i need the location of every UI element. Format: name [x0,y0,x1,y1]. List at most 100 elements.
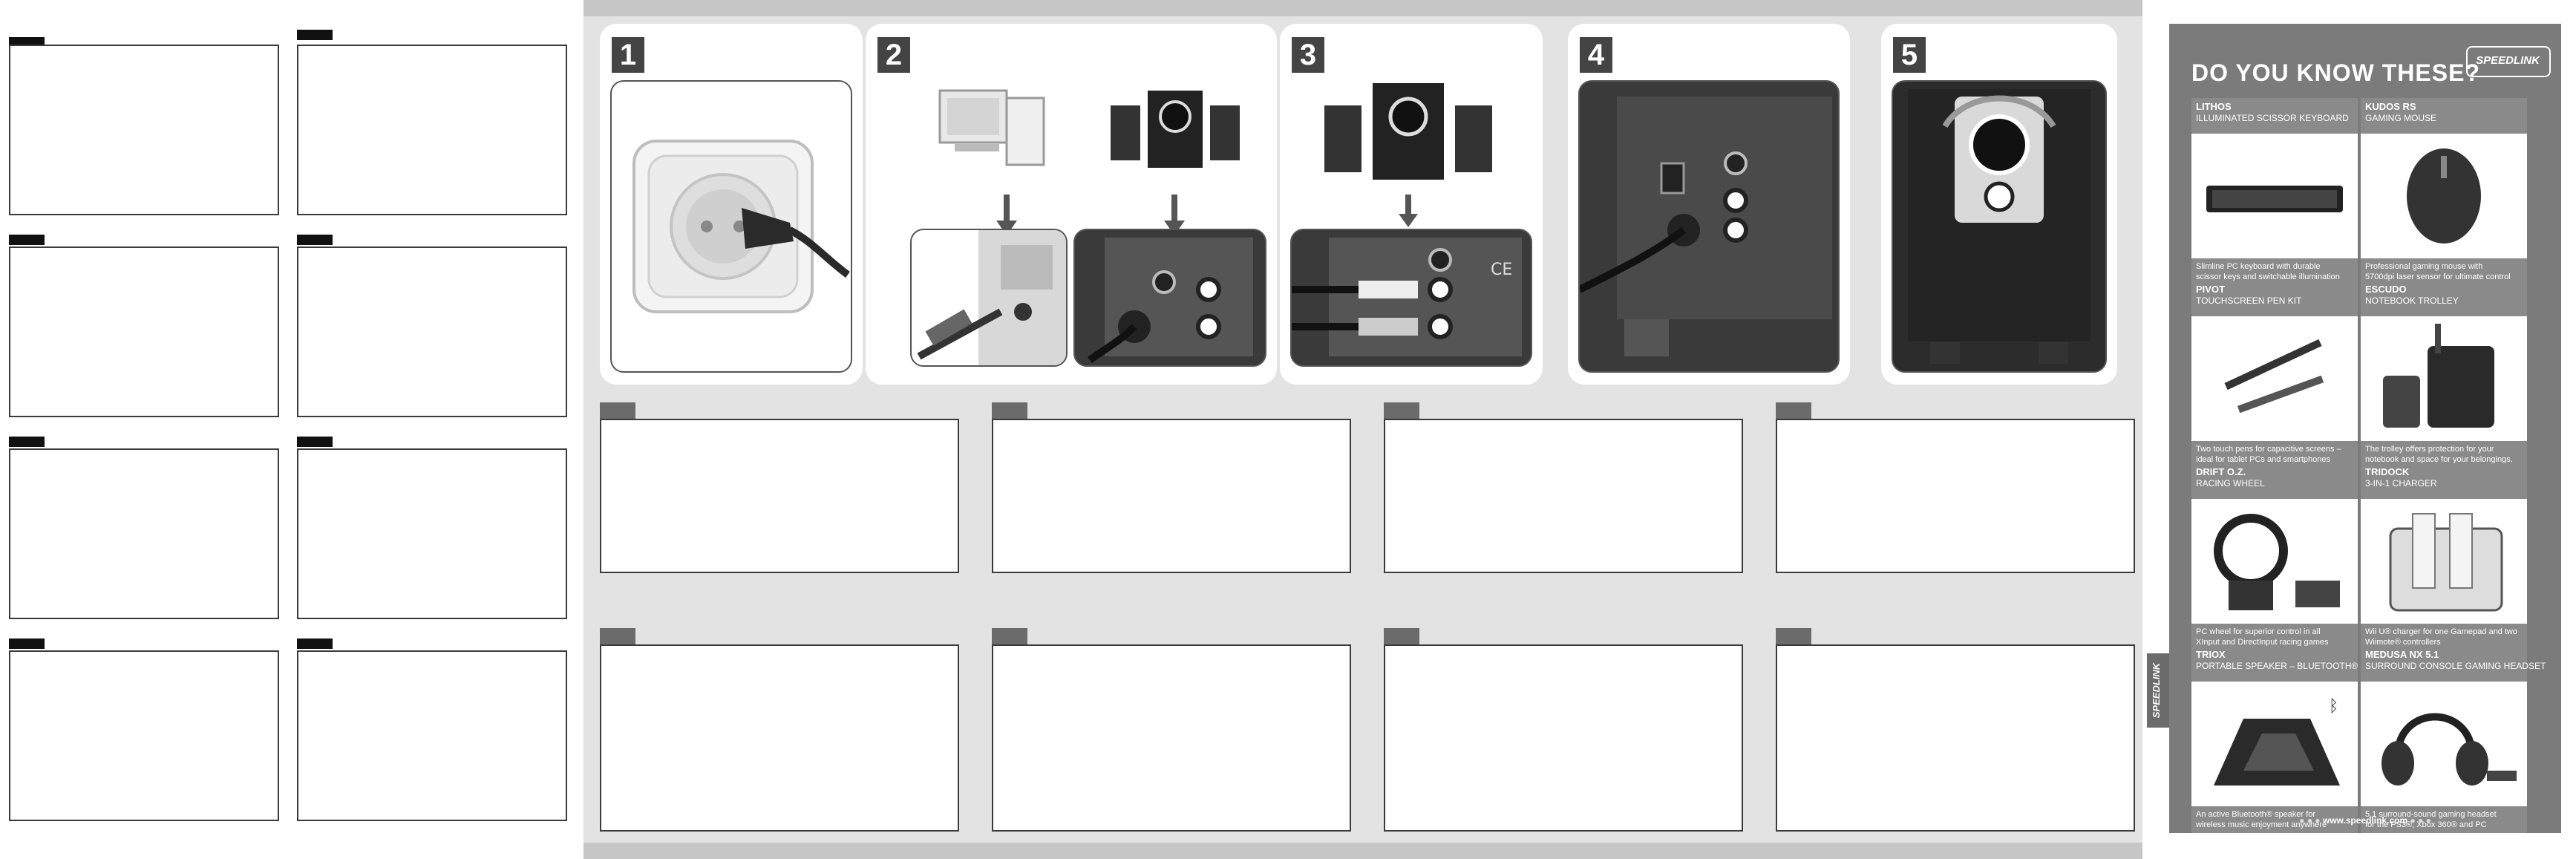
product-card: MEDUSA NX 5.1 SURROUND CONSOLE GAMING HE… [2361,646,2546,833]
audio-jack-illustration [917,230,1066,365]
step-number: 1 [612,37,644,73]
text-box [297,448,567,619]
product-name: MEDUSA NX 5.1 [2365,649,2439,660]
product-card: DRIFT O.Z. RACING WHEEL PC wheel for sup… [2191,463,2358,650]
rca-cable-illustration: CE [1292,238,1522,356]
language-tab [1776,402,1811,419]
website-footer[interactable]: ● ● ● www.speedlink.com ● ● ● [2169,815,2561,826]
product-subtitle: RACING WHEEL [2196,478,2265,489]
computer-and-speakers-illustration [938,89,1240,235]
product-name: KUDOS RS [2365,101,2416,112]
step-2: 2 [866,24,1277,385]
speaker-image: ᛒ [2191,682,2358,806]
step-1-frame [610,80,852,373]
product-card: KUDOS RS GAMING MOUSE Professional gamin… [2361,98,2527,285]
racing-wheel-image [2191,499,2358,624]
promo-heading: DO YOU KNOW THESE? [2191,59,2480,86]
language-tab [297,437,333,447]
product-card: TRIDOCK 3-IN-1 CHARGER Wii U® charger fo… [2361,463,2527,650]
product-subtitle: PORTABLE SPEAKER – BLUETOOTH® [2196,661,2358,671]
language-tab [1384,402,1419,419]
step-number: 3 [1292,37,1324,73]
top-strip [583,0,2142,16]
language-tab [600,402,635,419]
language-tab [297,235,333,245]
svg-text:ᛒ: ᛒ [2329,697,2338,716]
product-subtitle: GAMING MOUSE [2365,113,2437,123]
product-card: PIVOT TOUCHSCREEN PEN KIT Two touch pens… [2191,281,2358,468]
volume-control-frame [1892,80,2107,373]
promo-panel: DO YOU KNOW THESE? SPEEDLINK LITHOS ILLU… [2169,24,2561,833]
product-name: ESCUDO [2365,284,2407,295]
charger-image [2361,499,2527,624]
text-box [1384,644,1743,832]
speaker-connection-frame: CE [1290,229,1532,367]
step-4: 4 [1568,24,1850,385]
power-socket-illustration [632,140,850,313]
language-tab [297,30,333,40]
product-name: TRIOX [2196,649,2226,660]
headset-image [2361,682,2527,806]
step-1: 1 [600,24,863,385]
text-box [992,644,1351,832]
step-number: 5 [1893,37,1926,73]
website-link[interactable]: www.speedlink.com [2322,815,2408,826]
product-card: ESCUDO NOTEBOOK TROLLEY The trolley offe… [2361,281,2527,468]
language-tab [992,402,1027,419]
text-box [9,246,279,417]
subwoofer-volume-illustration [1908,89,2090,364]
text-box [297,650,567,821]
logo-text: SPEEDLINK [2476,54,2540,67]
speedlink-logo: SPEEDLINK [2466,46,2551,77]
text-box [1384,419,1743,573]
product-name: PIVOT [2196,284,2226,295]
step-number: 4 [1580,37,1612,73]
product-subtitle: ILLUMINATED SCISSOR KEYBOARD [2196,113,2349,123]
speaker-back-panel-illustration [1088,238,1253,364]
language-tab [9,638,45,649]
step-5: 5 [1881,24,2117,385]
trolley-image [2361,316,2527,441]
speaker-system-illustration [1324,83,1492,227]
language-tab [9,235,45,245]
product-subtitle: NOTEBOOK TROLLEY [2365,295,2459,306]
language-tab [297,638,333,649]
instructions-panel: 1 2 [583,0,2169,859]
language-tab [992,628,1027,644]
text-box [9,448,279,619]
text-box [297,246,567,417]
language-tab [600,628,635,644]
product-card: TRIOX PORTABLE SPEAKER – BLUETOOTH® ᛒ An… [2191,646,2358,833]
touch-pen-image [2191,316,2358,441]
product-name: TRIDOCK [2365,466,2410,477]
power-switch-frame [1578,80,1840,373]
text-box [600,644,959,832]
product-subtitle: SURROUND CONSOLE GAMING HEADSET [2365,661,2546,671]
step-number: 2 [877,37,910,73]
side-brand-tab: SPEEDLINK [2147,653,2169,728]
product-subtitle: 3-IN-1 CHARGER [2365,478,2437,489]
text-box [297,45,567,215]
side-brand-text: SPEEDLINK [2151,662,2162,719]
text-box [9,45,279,215]
text-box [1776,644,2135,832]
svg-text:CE: CE [1491,261,1512,279]
step-3: 3 CE [1280,24,1543,385]
language-tab [1776,628,1811,644]
product-card: LITHOS ILLUMINATED SCISSOR KEYBOARD Slim… [2191,98,2358,285]
pc-audio-port-frame [910,229,1068,367]
dots-left: ● ● ● [2299,815,2323,826]
language-tab [9,437,45,447]
mouse-image [2361,134,2527,258]
product-name: DRIFT O.Z. [2196,466,2246,477]
product-name: LITHOS [2196,101,2232,112]
language-tab [1384,628,1419,644]
product-subtitle: TOUCHSCREEN PEN KIT [2196,295,2302,306]
